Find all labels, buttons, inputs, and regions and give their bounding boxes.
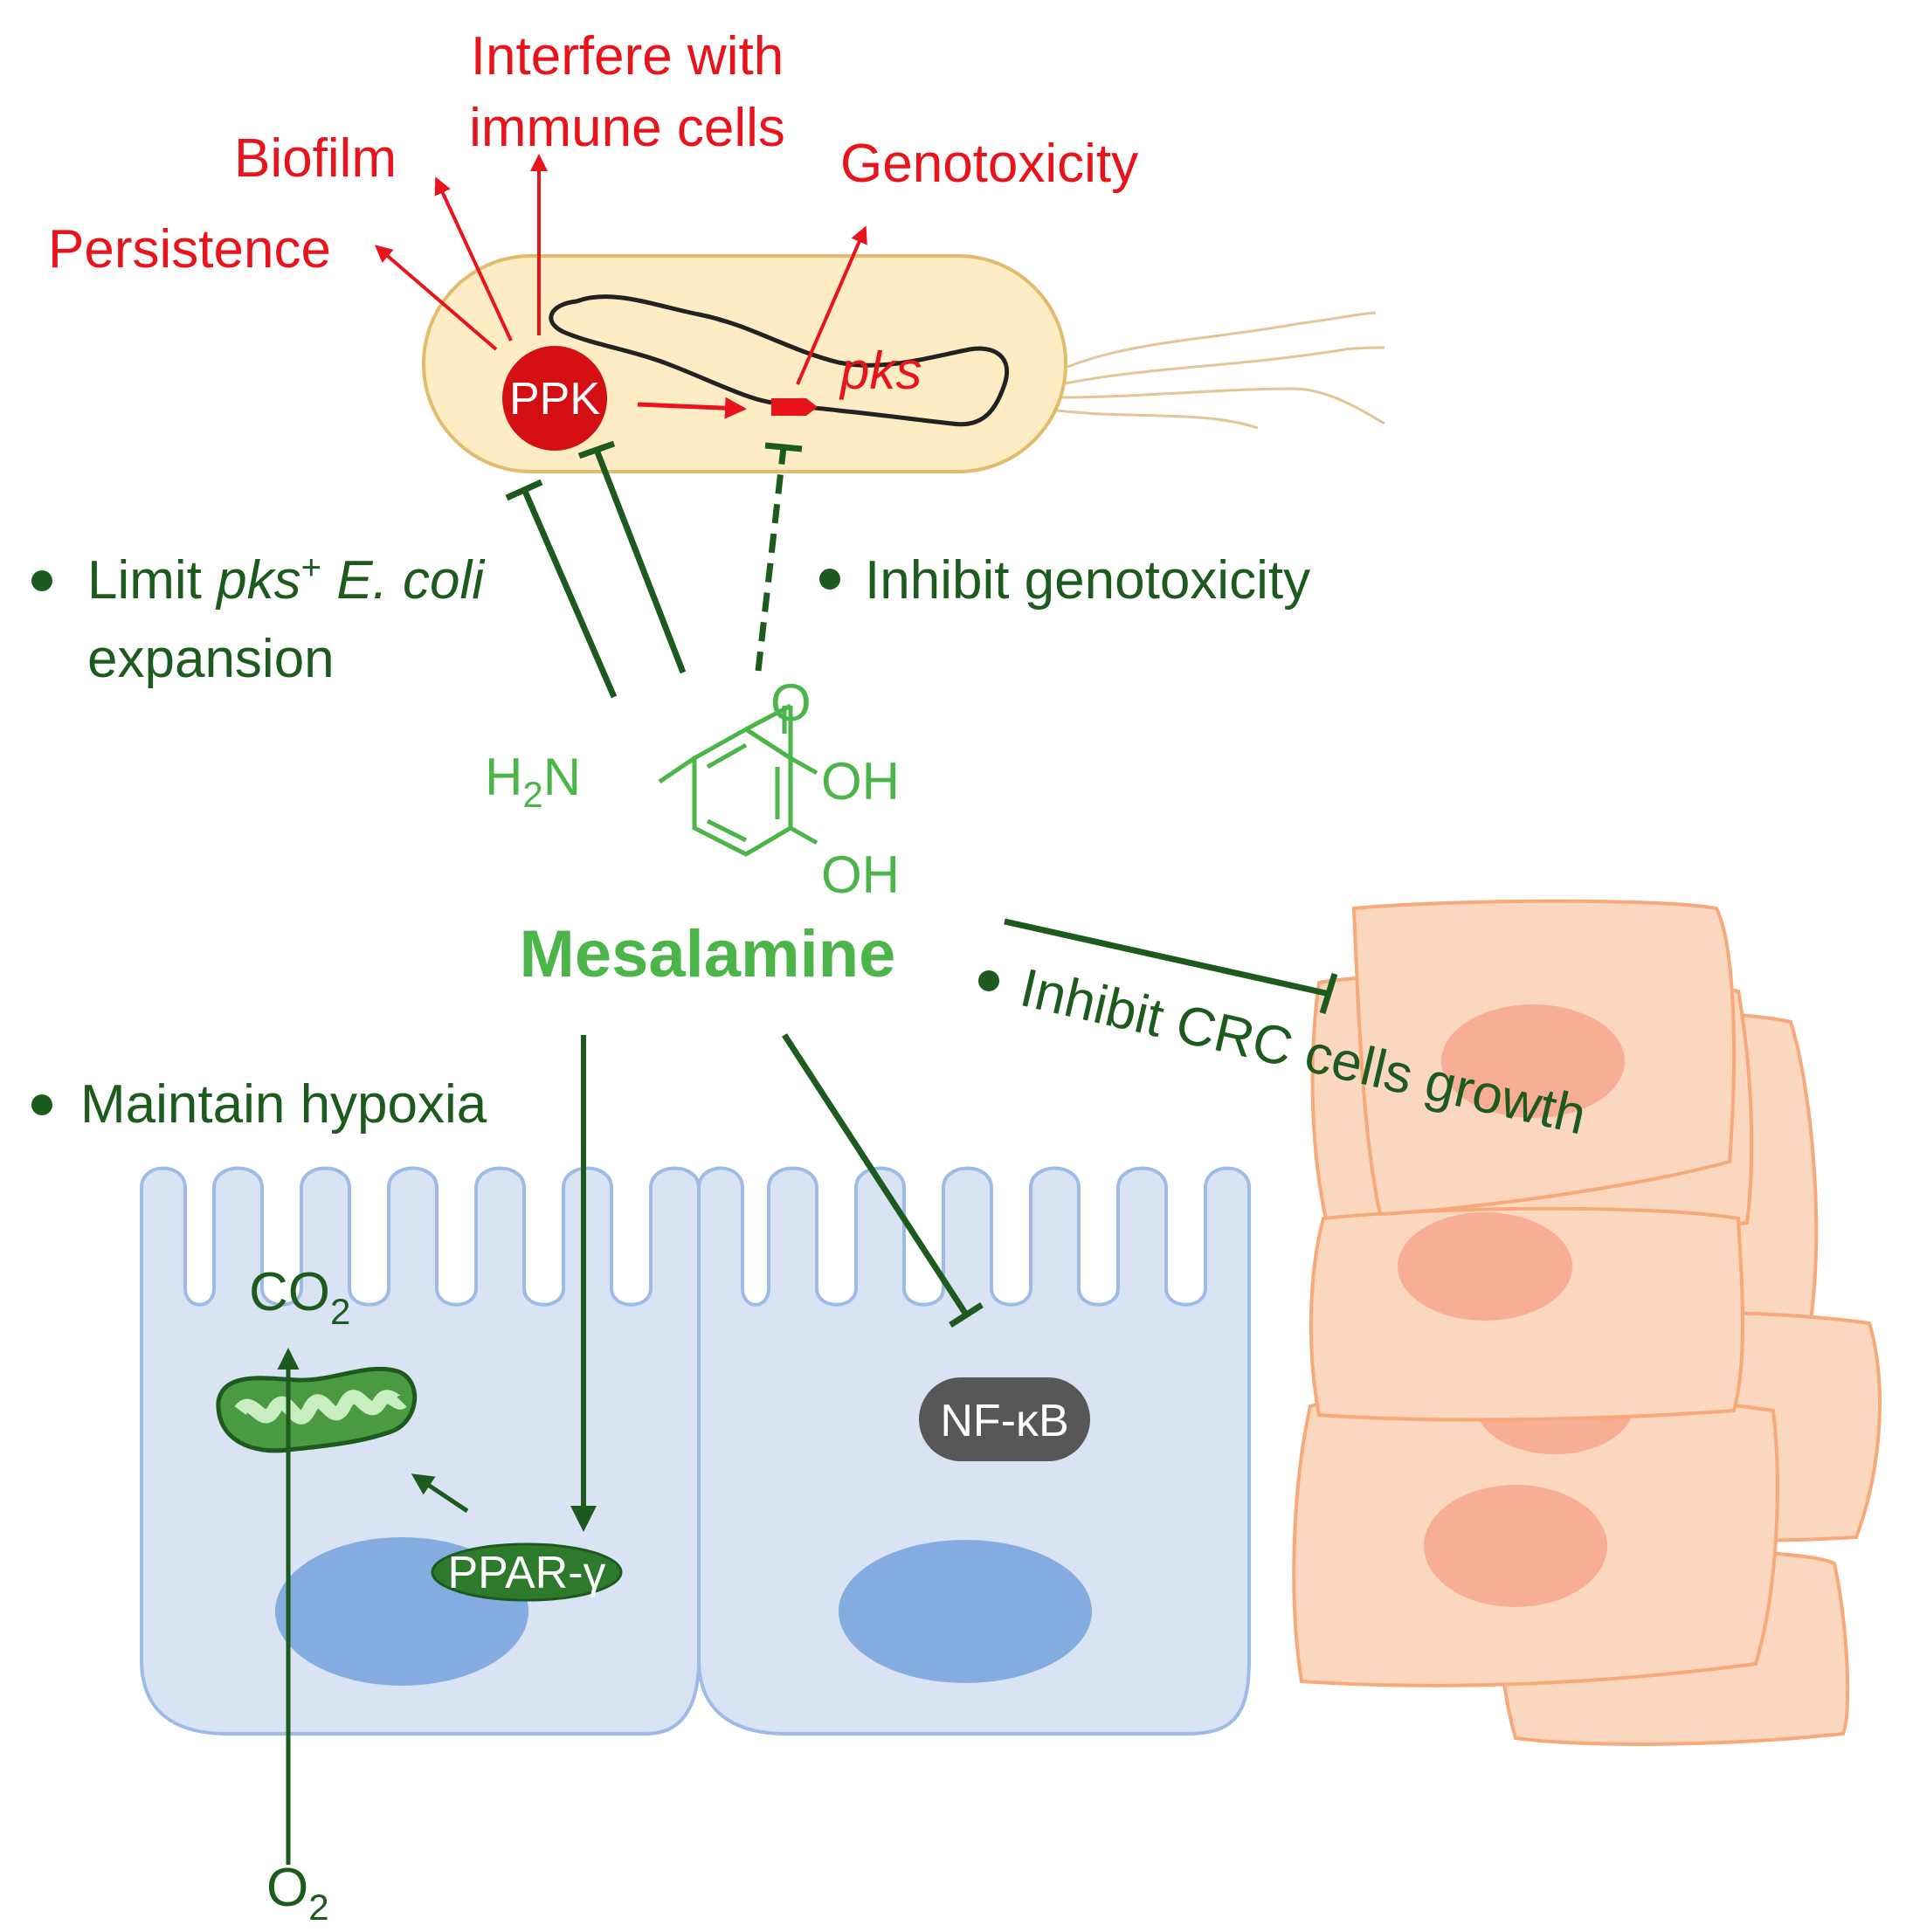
phenol-oh-label: OH [821, 845, 900, 904]
ppar-gamma-label: PPAR-γ [447, 1548, 605, 1598]
flagellum [1056, 311, 1377, 373]
ppk-to-biofilm-arrow [434, 176, 513, 342]
inhibit-pks-dashed-line [755, 442, 803, 672]
limit-pks-label-line1: Limit pks+ E. coli [87, 549, 486, 611]
flagellum [1056, 409, 1259, 430]
flagellum [1060, 387, 1385, 425]
carbonyl-o-label: O [770, 673, 811, 732]
amine-n: N [543, 748, 581, 806]
nfkb-complex: NF-κB [919, 1377, 1090, 1461]
limit-plus: + [301, 549, 321, 587]
limit-pks-label-line2: expansion [87, 629, 335, 689]
crc-cell-cluster [1292, 899, 1882, 1746]
crc-nucleus [1424, 1485, 1607, 1607]
mesalamine-name: Mesalamine [520, 917, 896, 991]
interfere-label-line1: Interfere with [471, 26, 784, 86]
maintain-hypoxia-label: Maintain hypoxia [80, 1074, 487, 1135]
ppk-label: PPK [509, 374, 600, 424]
bullet-icon [819, 569, 840, 590]
bond-c-to-oh [789, 756, 818, 776]
bullet-icon [978, 970, 999, 991]
ppar-gamma: PPAR-γ [431, 1542, 623, 1602]
bullet-icon [31, 1094, 52, 1115]
amine-h: H [485, 748, 522, 806]
persistence-label: Persistence [48, 219, 331, 279]
mitochondrion-icon [216, 1366, 418, 1453]
co2-main: CO [249, 1262, 330, 1322]
interfere-label-line2: immune cells [469, 98, 785, 158]
nfkb-label: NF-κB [940, 1396, 1068, 1446]
ppar-to-mito-arrow [411, 1473, 469, 1514]
o2-main: O [266, 1858, 308, 1918]
ecoli-bacterium: PPK pks [422, 254, 1385, 473]
bond-phenol [789, 825, 818, 845]
amine-sub: 2 [522, 774, 542, 815]
inhibit-crc-line [1004, 918, 1338, 1015]
biofilm-label: Biofilm [234, 128, 397, 189]
inhibit-nfkb-line [782, 1033, 984, 1328]
ppk-node [502, 346, 607, 451]
limit-pks: pks [215, 550, 300, 611]
pks-to-genotoxicity-arrow [796, 225, 867, 385]
chromosome [549, 294, 1010, 427]
co2-label: CO2 [249, 1262, 350, 1332]
limit-ecoli: E. coli [321, 550, 486, 611]
crc-nucleus [1398, 1212, 1572, 1321]
bullet-icon [31, 570, 52, 591]
genotoxicity-label: Genotoxicity [840, 134, 1138, 194]
acid-oh-label: OH [821, 752, 900, 811]
o2-label: O2 [266, 1858, 329, 1928]
ppk-to-persistence-arrow [374, 245, 498, 351]
amine-label: H2N [485, 748, 581, 815]
inhibit-genotoxicity-label: Inhibit genotoxicity [865, 550, 1310, 611]
inhibit-ppk-line-2 [577, 440, 687, 674]
co2-sub: 2 [330, 1291, 350, 1332]
limit-prefix: Limit [87, 550, 217, 611]
pks-gene-icon [771, 398, 818, 416]
inhibit-ppk-line-1 [505, 479, 618, 699]
ppk-to-pks-arrow [637, 397, 747, 419]
mesalamine-carboxyl-final [782, 706, 818, 845]
epithelial-cell-left [140, 1166, 701, 1735]
nucleus [839, 1540, 1092, 1683]
crc-nucleus [1441, 1004, 1625, 1118]
flagellum [1060, 346, 1385, 386]
pks-label: pks [839, 342, 922, 400]
o2-sub: 2 [308, 1887, 328, 1928]
